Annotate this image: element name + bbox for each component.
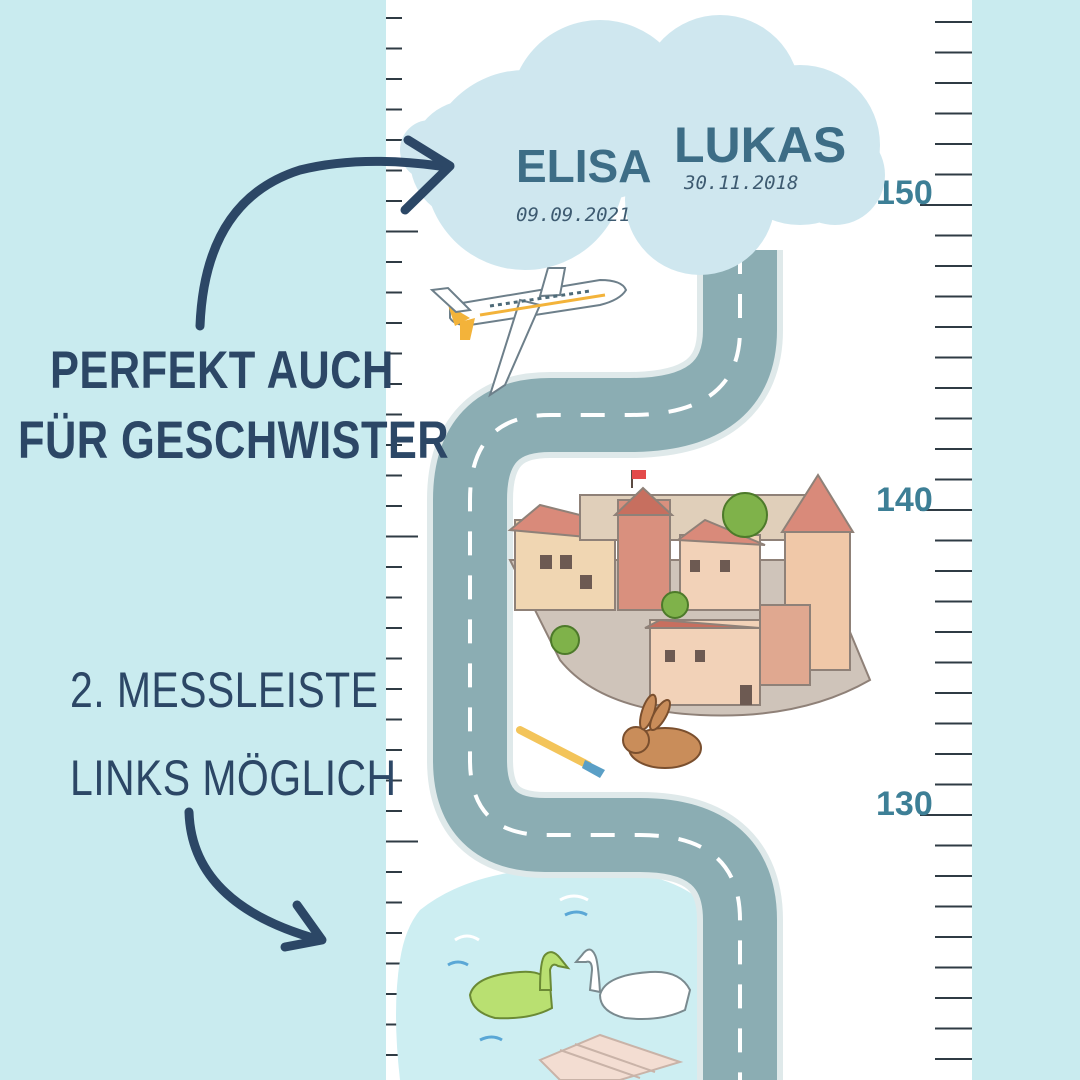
callout-line: für Geschwister (18, 411, 450, 470)
castle-icon (507, 470, 872, 717)
ruler-label-130: 130 (876, 785, 933, 823)
callout-line: 2. Messleiste (70, 662, 379, 718)
curved-arrow-icon (184, 807, 327, 952)
second-ruler-callout: 2. Messleiste links möglich (70, 646, 468, 822)
right-ruler-ticks (920, 21, 972, 1060)
tree-icon (550, 492, 768, 655)
date-lukas: 30.11.2018 (683, 172, 798, 194)
date-elisa: 09.09.2021 (516, 204, 630, 226)
jetty-icon (538, 1033, 684, 1080)
ruler-label-140: 140 (876, 481, 933, 519)
road (427, 250, 783, 1080)
callout-line: links möglich (70, 750, 397, 806)
name-lukas: LUKAS (674, 117, 846, 173)
swan-icon (573, 948, 692, 1020)
ruler-label-150: 150 (876, 174, 933, 212)
curved-arrow-icon (195, 135, 455, 331)
cloud-icon (400, 15, 885, 275)
callout-line: Perfekt auch (50, 341, 394, 400)
swan-icon (468, 951, 571, 1020)
siblings-callout: Perfekt auch für Geschwister (18, 336, 544, 476)
paintbrush-icon (516, 726, 605, 778)
rabbit-icon (622, 693, 702, 769)
airplane-icon (429, 267, 628, 398)
name-elisa: ELISA (516, 140, 651, 192)
